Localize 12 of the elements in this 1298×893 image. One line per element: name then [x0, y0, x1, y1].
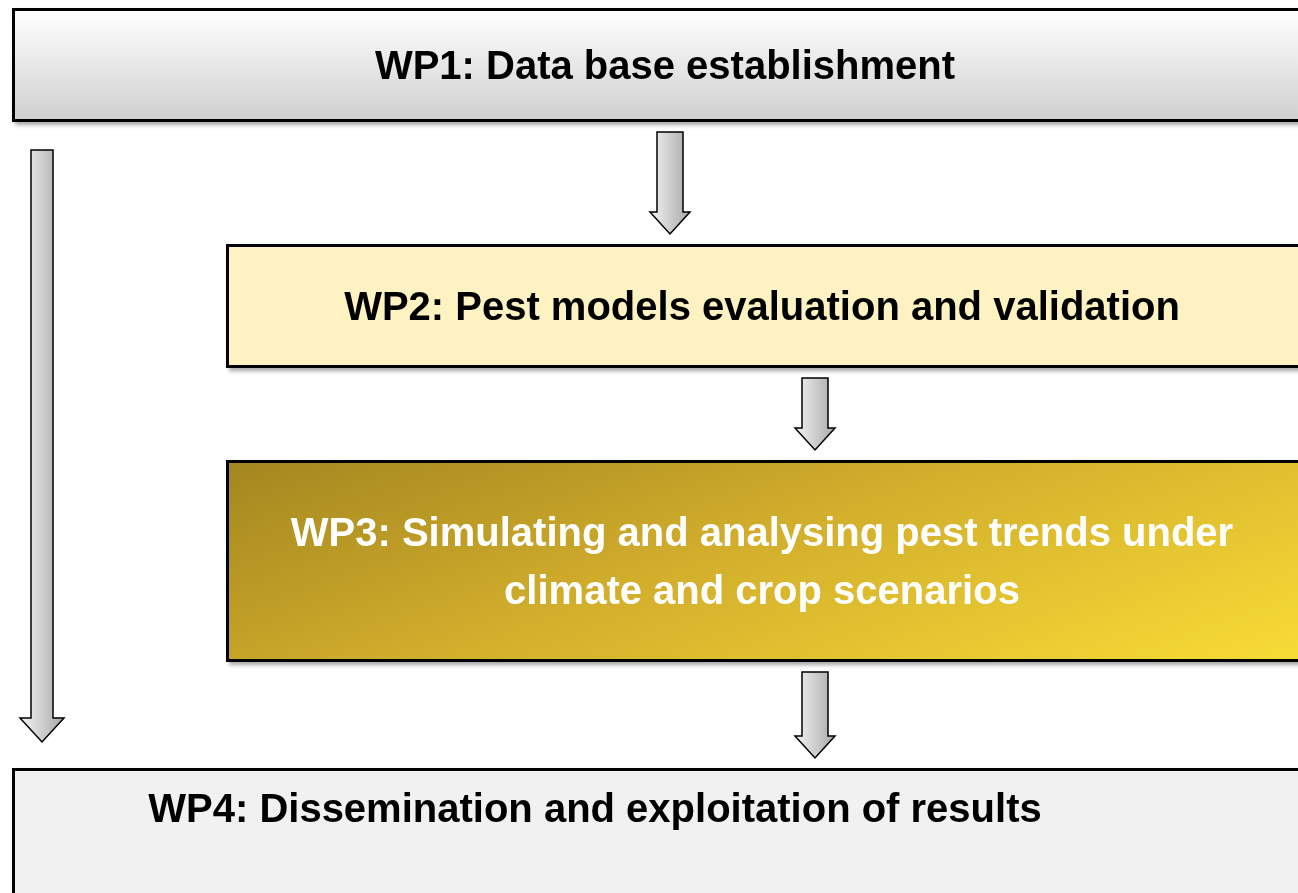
- block-arrow: [793, 377, 837, 452]
- block-arrow: [793, 671, 837, 760]
- process-box: [226, 460, 1298, 662]
- box-title: WP3: Simulating and analysing pest trends under climate and crop scenarios: [289, 509, 1235, 614]
- process-box: [12, 768, 1298, 893]
- process-box: [226, 244, 1298, 368]
- block-arrow: [18, 149, 66, 744]
- block-arrow: [648, 131, 692, 236]
- box-title: WP2: Pest models evaluation and validation: [344, 283, 1180, 330]
- box-title: WP1: Data base establishment: [374, 42, 956, 89]
- box-title: WP4: Dissemination and exploitation of results: [148, 785, 1042, 832]
- process-box: [12, 8, 1298, 122]
